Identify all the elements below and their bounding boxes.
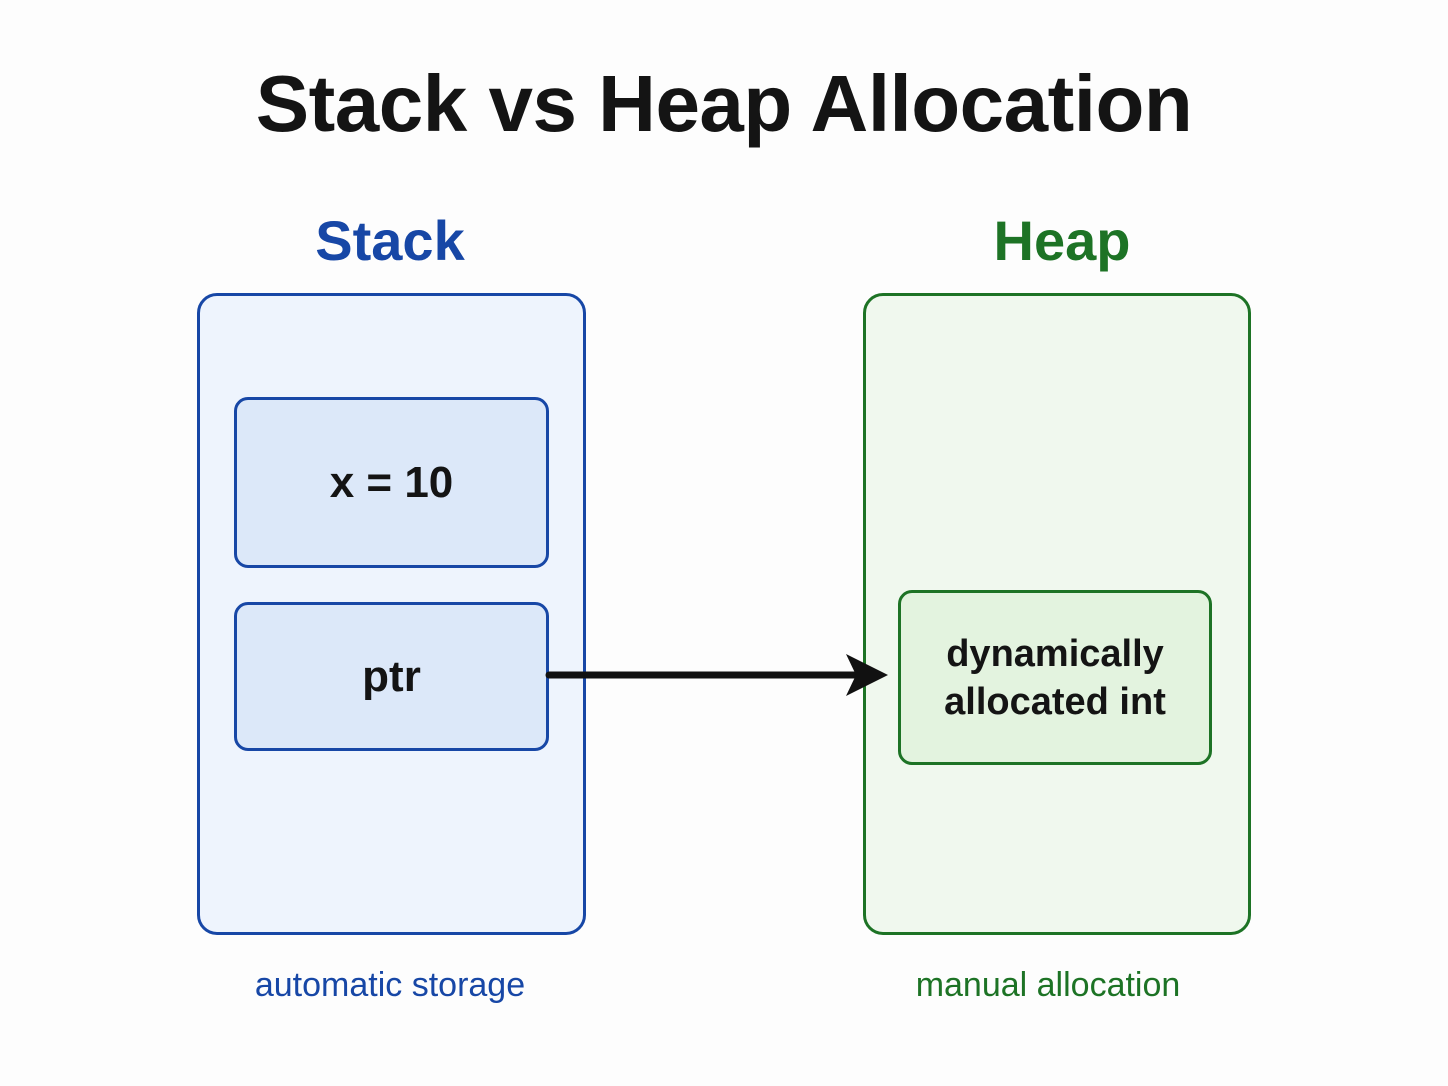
heap-allocated-int: dynamically allocated int bbox=[898, 590, 1212, 765]
stack-caption: automatic storage bbox=[254, 966, 526, 1004]
stack-heading: Stack bbox=[315, 209, 465, 272]
heap-cell-line-2: allocated int bbox=[944, 680, 1166, 723]
heap-heading: Heap bbox=[993, 209, 1131, 272]
diagram-title: Stack vs Heap Allocation bbox=[255, 59, 1193, 148]
heap-caption: manual allocation bbox=[915, 966, 1181, 1004]
stack-variable-ptr: ptr bbox=[234, 602, 549, 751]
heap-cell-line-1: dynamically bbox=[946, 632, 1164, 675]
stack-variable-x: x = 10 bbox=[234, 397, 549, 568]
